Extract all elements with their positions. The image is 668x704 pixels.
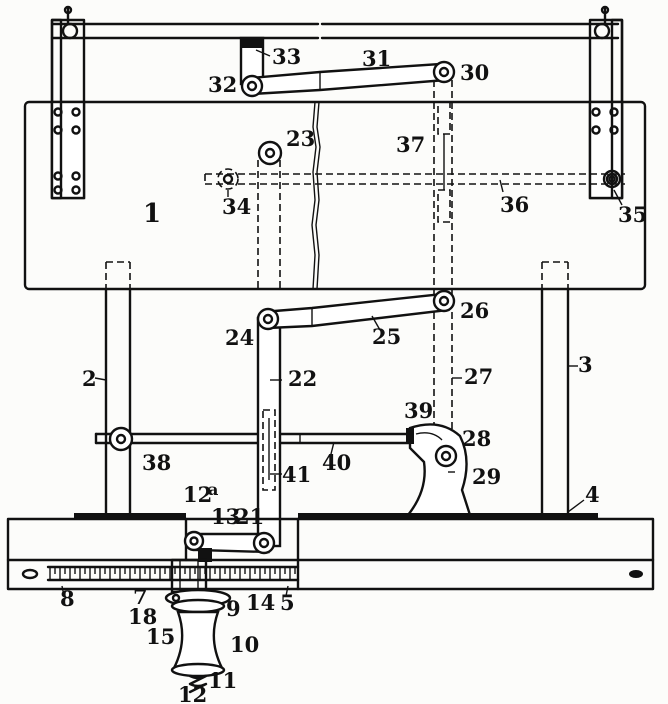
- label-12: 12: [178, 682, 207, 704]
- base: [6, 513, 655, 591]
- label-32: 32: [208, 72, 237, 97]
- post-3: [540, 261, 570, 517]
- reference-numerals: 1 2 3 4 5 7 8 9 10 11 12 12 a 13 14 15 1…: [60, 44, 647, 704]
- knob-assembly: [164, 558, 232, 694]
- link-25: [256, 289, 456, 331]
- cam-29: [405, 423, 472, 517]
- label-7: 7: [133, 584, 148, 609]
- label-36: 36: [500, 192, 529, 217]
- label-21: 21: [235, 504, 264, 529]
- label-26: 26: [460, 298, 489, 323]
- label-15: 15: [146, 624, 175, 649]
- pivot-23: [257, 140, 283, 290]
- label-38: 38: [142, 450, 171, 475]
- label-40: 40: [322, 450, 351, 475]
- label-3: 3: [578, 352, 593, 377]
- label-24: 24: [225, 325, 254, 350]
- label-9: 9: [226, 596, 241, 621]
- label-30: 30: [460, 60, 489, 85]
- label-27: 27: [464, 364, 493, 389]
- label-23: 23: [286, 126, 315, 151]
- link-31: [240, 60, 456, 98]
- label-22: 22: [288, 366, 317, 391]
- label-1: 1: [143, 199, 161, 229]
- label-8: 8: [60, 586, 75, 611]
- label-11: 11: [208, 668, 237, 693]
- label-29: 29: [472, 464, 501, 489]
- label-25: 25: [372, 324, 401, 349]
- label-18: 18: [128, 604, 157, 629]
- post-2: [104, 261, 132, 517]
- label-37: 37: [396, 132, 425, 157]
- label-35: 35: [618, 202, 647, 227]
- label-10: 10: [230, 632, 259, 657]
- label-2: 2: [82, 366, 97, 391]
- label-39: 39: [404, 398, 433, 423]
- label-33: 33: [272, 44, 301, 69]
- slot-37: [433, 80, 453, 290]
- upper-plate: [23, 100, 647, 291]
- top-rail: [50, 22, 620, 40]
- label-34: 34: [222, 194, 251, 219]
- cradle-overlay: [50, 100, 624, 200]
- label-4: 4: [585, 482, 600, 507]
- label-13: 13: [211, 504, 240, 529]
- label-5: 5: [280, 590, 295, 615]
- leader-lines: [61, 49, 623, 597]
- label-41: 41: [282, 462, 311, 487]
- label-12a: 12: [183, 482, 212, 507]
- label-12a-superscript: a: [208, 480, 218, 499]
- label-28: 28: [462, 426, 491, 451]
- label-14: 14: [246, 590, 275, 615]
- shaft-36: [204, 168, 625, 190]
- link-21: [183, 530, 276, 562]
- label-31: 31: [362, 46, 391, 71]
